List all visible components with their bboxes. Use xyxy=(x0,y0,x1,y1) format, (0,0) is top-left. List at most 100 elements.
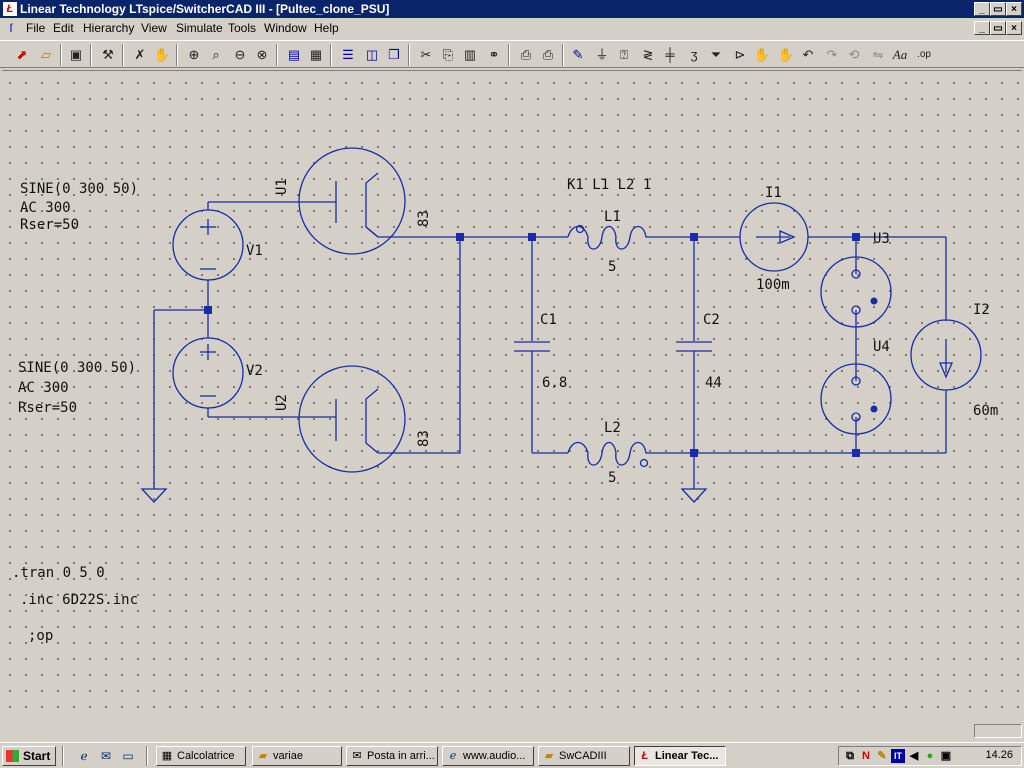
print-icon[interactable]: ⎙ xyxy=(542,47,554,62)
show-desktop-icon[interactable]: ▭ xyxy=(122,749,134,763)
component-icon[interactable]: ⊳ xyxy=(734,47,746,62)
menu-tools[interactable]: Tools xyxy=(228,21,257,35)
copy-icon[interactable]: ⎘ xyxy=(442,47,454,62)
restore-button[interactable]: ▭ xyxy=(990,2,1006,16)
inductor-l2[interactable] xyxy=(567,441,694,466)
c1-value-label[interactable]: 6.8 xyxy=(542,375,567,391)
cascade-icon[interactable]: ❐ xyxy=(388,47,400,62)
zoom-fit-icon[interactable]: ⊗ xyxy=(256,47,268,62)
resistor-icon[interactable]: ≷ xyxy=(642,47,654,62)
schematic-canvas[interactable]: SINE(0 300 50) AC 300 Rser=50 V1 SINE(0 … xyxy=(2,70,1022,721)
clock[interactable]: 14.26 xyxy=(985,749,1013,761)
drag-icon[interactable]: ✋ xyxy=(777,47,795,62)
u2-name-label[interactable]: U2 xyxy=(274,394,290,411)
mdi-restore-button[interactable]: ▭ xyxy=(990,21,1006,35)
v2-name-label[interactable]: V2 xyxy=(246,363,263,379)
v1-name-label[interactable]: V1 xyxy=(246,243,263,259)
u3-name-label[interactable]: U3 xyxy=(873,231,890,247)
i2-value-label[interactable]: 60m xyxy=(973,403,998,419)
v1-function-label[interactable]: SINE(0 300 50) xyxy=(20,181,138,197)
op-comment[interactable]: ;op xyxy=(28,628,53,644)
paste-icon[interactable]: ▥ xyxy=(463,47,477,62)
move-icon[interactable]: ✋ xyxy=(753,47,771,62)
start-button[interactable]: Start xyxy=(2,746,56,766)
v2-rser-label[interactable]: Rser=50 xyxy=(18,400,77,416)
l1-value-label[interactable]: 5 xyxy=(608,259,616,275)
label-net-icon[interactable]: ⍰ xyxy=(620,47,628,62)
minimize-button[interactable]: _ xyxy=(974,2,990,16)
v2-ac-label[interactable]: AC 300 xyxy=(18,380,69,396)
zoom-box-icon[interactable]: ⌕ xyxy=(212,47,220,62)
menu-help[interactable]: Help xyxy=(314,21,339,35)
language-indicator[interactable]: IT xyxy=(891,749,905,763)
menu-edit[interactable]: Edit xyxy=(53,21,74,35)
ground-symbol[interactable] xyxy=(140,488,168,503)
network-icon[interactable]: ⧉ xyxy=(846,750,854,762)
include-directive[interactable]: .inc 6D22S.inc xyxy=(20,592,138,608)
taskbar-item-variae[interactable]: ▰variae xyxy=(252,746,342,766)
u2-model-label[interactable]: 83 xyxy=(416,430,432,447)
document-icon[interactable]: ſ xyxy=(9,21,13,35)
coupling-directive[interactable]: K1 L1 L2 1 xyxy=(567,177,651,193)
control-panel-icon[interactable]: ⚒ xyxy=(102,47,114,62)
title-bar[interactable]: Ł Linear Technology LTspice/SwitcherCAD … xyxy=(0,0,1024,18)
u1-name-label[interactable]: U1 xyxy=(274,178,290,195)
menu-hierarchy[interactable]: Hierarchy xyxy=(83,21,135,35)
save-icon[interactable]: ▣ xyxy=(69,47,83,62)
tool-icon[interactable]: ✎ xyxy=(877,750,887,762)
v2-function-label[interactable]: SINE(0 300 50) xyxy=(18,360,136,376)
outlook-icon[interactable]: ✉ xyxy=(100,749,112,763)
menu-view[interactable]: View xyxy=(141,21,167,35)
spice-directive-icon[interactable]: .op xyxy=(917,49,931,60)
ltspice-app-icon[interactable]: Ł xyxy=(3,2,17,16)
mdi-minimize-button[interactable]: _ xyxy=(974,21,990,35)
c2-name-label[interactable]: C2 xyxy=(703,312,720,328)
draw-wire-icon[interactable]: ✎ xyxy=(572,47,584,62)
find-icon[interactable]: ⚭ xyxy=(488,47,500,62)
tube-u1[interactable] xyxy=(298,147,406,255)
i1-value-label[interactable]: 100m xyxy=(756,277,790,293)
norton-icon[interactable]: N xyxy=(862,750,870,762)
halt-icon[interactable]: ✗ xyxy=(134,47,146,62)
ground-icon[interactable]: ⏚ xyxy=(595,47,609,62)
l1-name-label[interactable]: L1 xyxy=(604,209,621,225)
print-setup-icon[interactable]: ⎙ xyxy=(520,47,532,62)
plot-icon[interactable]: ▤ xyxy=(287,47,301,62)
u4-name-label[interactable]: U4 xyxy=(873,339,890,355)
volume-icon[interactable]: ◀ xyxy=(909,750,919,762)
cut-icon[interactable]: ✂ xyxy=(420,47,432,62)
ground-symbol[interactable] xyxy=(680,488,708,503)
display-icon[interactable]: ▣ xyxy=(940,750,952,762)
u1-model-label[interactable]: 83 xyxy=(416,210,432,227)
redo-icon[interactable]: ↷ xyxy=(826,47,838,62)
i1-name-label[interactable]: I1 xyxy=(765,185,782,201)
run-icon[interactable]: ⬈ xyxy=(16,47,28,62)
l2-value-label[interactable]: 5 xyxy=(608,470,616,486)
i2-name-label[interactable]: I2 xyxy=(973,302,990,318)
pan-icon[interactable]: ✋ xyxy=(153,47,171,62)
mirror-icon[interactable]: ⇋ xyxy=(872,47,884,62)
c2-value-label[interactable]: 44 xyxy=(705,375,722,391)
antivirus-icon[interactable]: ● xyxy=(926,750,934,762)
undo-icon[interactable]: ↶ xyxy=(802,47,814,62)
tran-directive[interactable]: .tran 0 5 0 xyxy=(12,565,105,581)
tube-u2[interactable] xyxy=(298,365,406,473)
v1-rser-label[interactable]: Rser=50 xyxy=(20,217,79,233)
v1-ac-label[interactable]: AC 300 xyxy=(20,200,71,216)
menu-simulate[interactable]: Simulate xyxy=(176,21,223,35)
inductor-l1[interactable] xyxy=(567,225,694,250)
l2-name-label[interactable]: L2 xyxy=(604,420,621,436)
taskbar-item-swcadiii[interactable]: ▰SwCADIII xyxy=(538,746,630,766)
capacitor-icon[interactable]: ╪ xyxy=(665,47,675,62)
internet-explorer-icon[interactable]: ℯ xyxy=(80,749,88,763)
menu-window[interactable]: Window xyxy=(264,21,307,35)
inductor-icon[interactable]: ʒ xyxy=(690,47,698,62)
mdi-close-button[interactable]: × xyxy=(1006,21,1022,35)
taskbar-item-posta[interactable]: ✉Posta in arri... xyxy=(346,746,438,766)
tile-vertical-icon[interactable]: ◫ xyxy=(365,47,379,62)
text-icon[interactable]: Aa xyxy=(892,47,908,62)
tile-horizontal-icon[interactable]: ☰ xyxy=(342,47,354,62)
rotate-icon[interactable]: ⟲ xyxy=(848,47,860,62)
